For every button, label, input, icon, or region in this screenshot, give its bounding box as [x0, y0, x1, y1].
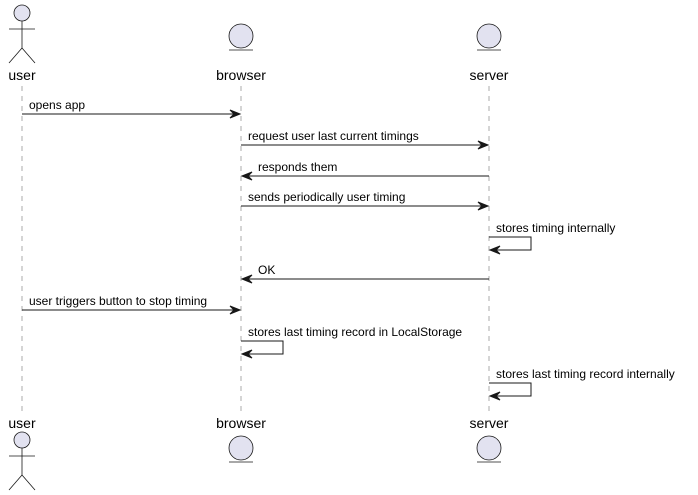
self-message-arrow	[489, 236, 532, 251]
message-label: sends periodically user timing	[248, 190, 405, 204]
participant-label-top-server: server	[470, 67, 509, 83]
message-2: responds them	[240, 160, 489, 181]
lifelines	[21, 86, 490, 412]
message-label: request user last current timings	[248, 129, 419, 143]
self-message-arrow	[489, 382, 532, 397]
message-7: stores last timing record in LocalStorag…	[240, 325, 462, 359]
participant-label-bottom-user: user	[8, 415, 36, 431]
participant-label-top-browser: browser	[216, 67, 266, 83]
entity-icon	[476, 23, 502, 51]
message-1: request user last current timings	[241, 129, 490, 150]
participant-label-bottom-server: server	[470, 415, 509, 431]
message-0: opens app	[22, 98, 242, 119]
message-label: user triggers button to stop timing	[29, 294, 207, 308]
message-label: OK	[258, 263, 275, 277]
message-label: stores last timing record internally	[496, 367, 675, 381]
message-8: stores last timing record internally	[488, 367, 675, 401]
self-message-arrow	[241, 340, 284, 355]
participants: user user browser browser server server	[8, 4, 509, 491]
actor-icon	[8, 431, 36, 491]
message-label: stores timing internally	[496, 221, 615, 235]
message-6: user triggers button to stop timing	[22, 294, 242, 315]
participant-label-bottom-browser: browser	[216, 415, 266, 431]
actor-icon	[8, 4, 36, 64]
messages: opens app request user last current timin…	[22, 98, 675, 401]
message-label: opens app	[29, 98, 85, 112]
entity-icon	[228, 23, 254, 51]
message-5: OK	[240, 263, 489, 284]
message-3: sends periodically user timing	[241, 190, 490, 211]
entity-icon	[228, 435, 254, 463]
entity-icon	[476, 435, 502, 463]
message-label: responds them	[258, 160, 337, 174]
message-label: stores last timing record in LocalStorag…	[248, 325, 462, 339]
participant-label-top-user: user	[8, 67, 36, 83]
message-4: stores timing internally	[488, 221, 615, 255]
